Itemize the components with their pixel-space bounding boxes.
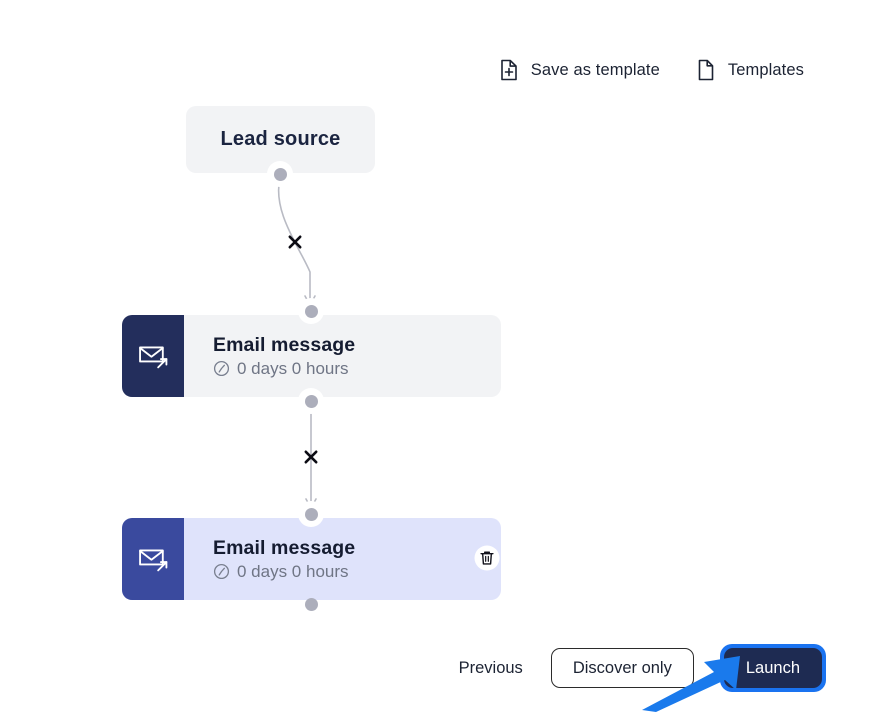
handle-dot xyxy=(304,394,318,408)
handle-email-2-top[interactable] xyxy=(298,501,324,527)
templates-button[interactable]: Templates xyxy=(696,59,804,81)
node-email-message-1[interactable]: Email message 0 days 0 hours xyxy=(122,315,501,397)
node-email-icon-block xyxy=(122,315,184,397)
previous-button[interactable]: Previous xyxy=(457,655,525,682)
wizard-footer: Previous Discover only Launch xyxy=(0,640,870,696)
clock-icon xyxy=(213,564,230,580)
node-delay: 0 days 0 hours xyxy=(213,562,501,582)
node-delay: 0 days 0 hours xyxy=(213,359,501,379)
node-email-body-2: Email message 0 days 0 hours xyxy=(184,518,501,600)
node-email-body-1: Email message 0 days 0 hours xyxy=(184,315,501,397)
email-send-icon xyxy=(138,548,167,571)
handle-dot xyxy=(273,167,287,181)
close-icon xyxy=(304,450,318,464)
handle-dot xyxy=(304,304,318,318)
document-plus-icon xyxy=(499,59,519,81)
delete-node-button[interactable] xyxy=(474,545,500,571)
node-delay-label: 0 days 0 hours xyxy=(237,358,349,378)
discover-only-button[interactable]: Discover only xyxy=(550,647,694,689)
edge-delete-1[interactable] xyxy=(284,231,306,253)
email-send-icon xyxy=(138,345,167,368)
save-as-template-label: Save as template xyxy=(530,60,660,79)
template-actions-bar: Save as template Templates xyxy=(0,54,870,86)
node-delay-label: 0 days 0 hours xyxy=(237,561,349,581)
node-title: Email message xyxy=(213,333,356,356)
handle-dot xyxy=(304,597,318,611)
node-email-icon-block xyxy=(122,518,184,600)
handle-dot xyxy=(304,507,318,521)
handle-email-1-bottom[interactable] xyxy=(298,388,324,414)
launch-button-focus-ring: Launch xyxy=(719,643,826,693)
save-as-template-button[interactable]: Save as template xyxy=(499,59,660,81)
document-icon xyxy=(696,59,716,81)
node-title: Email message xyxy=(213,536,356,559)
handle-lead-source-bottom[interactable] xyxy=(267,161,293,187)
launch-button[interactable]: Launch xyxy=(723,647,822,689)
node-email-message-2[interactable]: Email message 0 days 0 hours xyxy=(122,518,501,600)
node-lead-source[interactable]: Lead source xyxy=(186,106,375,173)
templates-label: Templates xyxy=(727,60,804,79)
close-icon xyxy=(288,235,302,249)
handle-email-1-top[interactable] xyxy=(298,298,324,324)
handle-email-2-bottom[interactable] xyxy=(298,591,324,617)
edge-delete-2[interactable] xyxy=(300,446,322,468)
clock-icon xyxy=(213,361,230,377)
trash-icon xyxy=(480,551,494,565)
node-lead-source-label: Lead source xyxy=(220,128,341,150)
